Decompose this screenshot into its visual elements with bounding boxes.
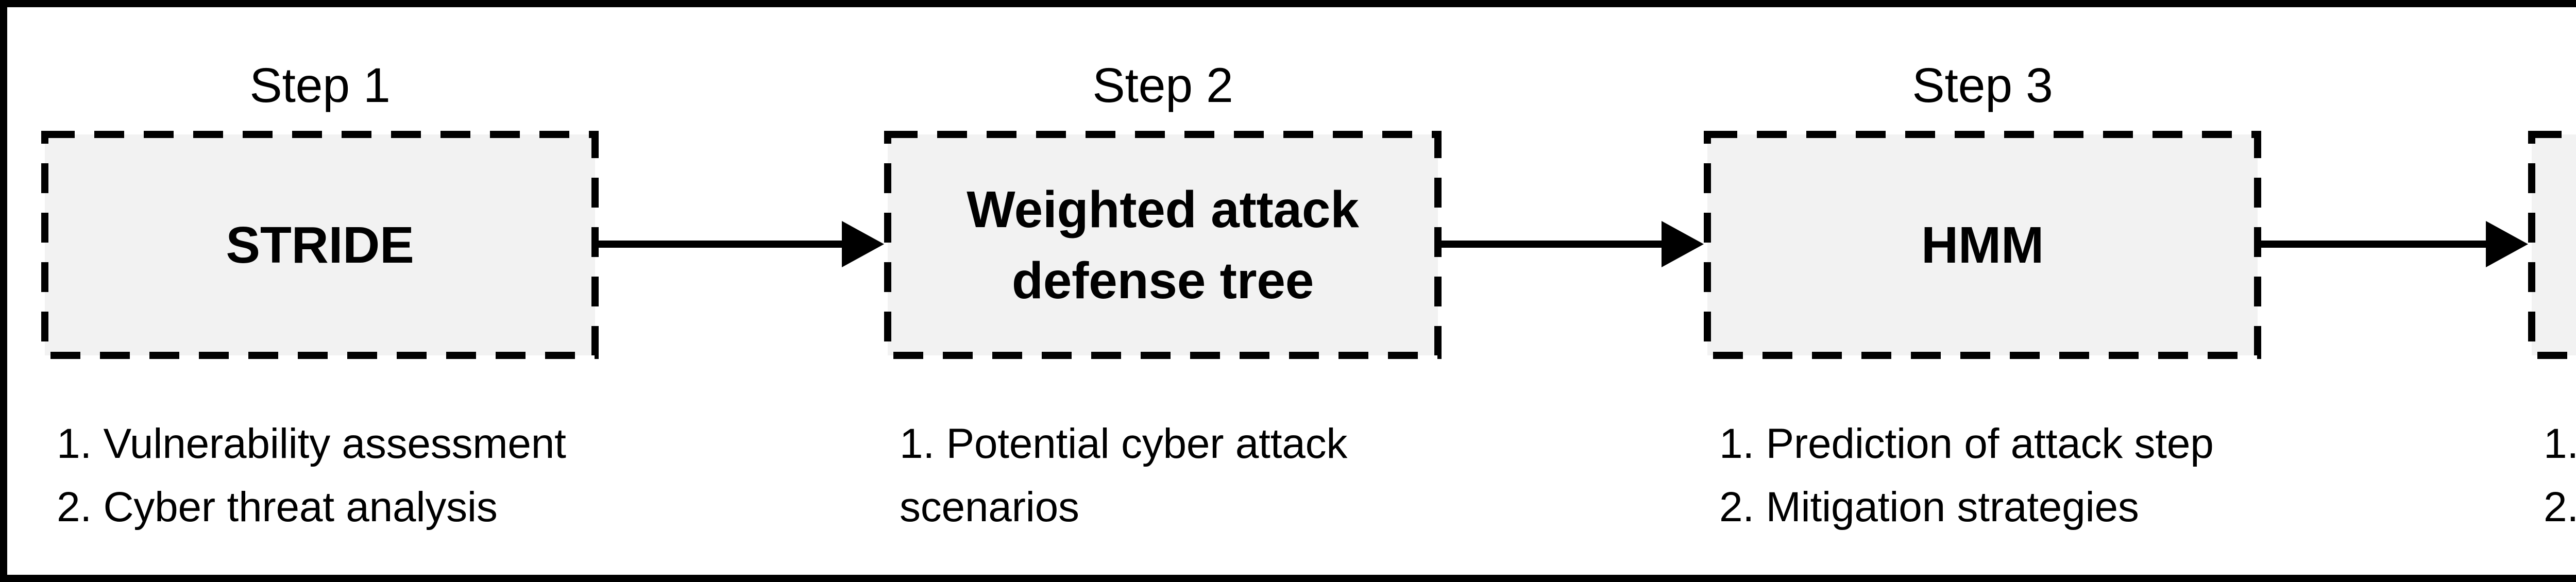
flow-arrow-step2-to-step3 [1442,221,1704,267]
step-column-2: Step 2 Weighted attack defense tree 1. P… [884,7,1442,574]
step-2-box-title: Weighted attack defense tree [967,180,1359,310]
step-2-label: Step 2 [1092,58,1233,113]
step-2-notes: 1. Potential cyber attack scenarios [900,412,1446,539]
step-2-box: Weighted attack defense tree [884,131,1442,359]
note-line: 2. Block cyber attacker [2544,484,2576,530]
note-line: 1. Deploying decoy nodes [2544,420,2576,467]
step-column-4: Step 4 POMCP algorithm 1. Deploying deco… [2528,7,2576,574]
step-3-notes: 1. Prediction of attack step 2. Mitigati… [1719,412,2265,539]
arrow-line [2261,241,2492,248]
dashed-border [2528,131,2576,359]
flow-arrow-step1-to-step2 [599,221,884,267]
step-4-notes: 1. Deploying decoy nodes 2. Block cyber … [2544,412,2576,539]
step-4-label: Step 4 [2528,59,2576,113]
dashed-border [1704,131,2261,359]
step-3-box: HMM [1704,131,2261,359]
note-line: 1. Vulnerability assessment [57,420,566,467]
arrow-line [1442,241,1668,248]
arrow-head-icon [1662,221,1704,267]
step-1-box-title: STRIDE [226,216,414,274]
arrow-line [599,241,848,248]
step-4-box: POMCP algorithm [2528,131,2576,359]
step-column-3: Step 3 HMM 1. Prediction of attack step … [1704,7,2261,574]
step-1-notes: 1. Vulnerability assessment 2. Cyber thr… [57,412,603,539]
note-line: 1. Potential cyber attack scenarios [900,420,1348,530]
step-3-label: Step 3 [1912,58,2053,113]
dashed-border [884,131,1442,359]
flow-arrow-step3-to-step4 [2261,221,2528,267]
note-line: 2. Cyber threat analysis [57,484,498,530]
note-line: 1. Prediction of attack step [1719,420,2214,467]
step-1-box: STRIDE [41,131,599,359]
arrow-head-icon [2486,221,2528,267]
dashed-border [41,131,599,359]
step-3-box-title: HMM [1921,216,2044,274]
step-4-box-title: POMCP algorithm [2528,131,2576,359]
step-1-label: Step 1 [249,58,391,113]
note-line: 2. Mitigation strategies [1719,484,2139,530]
arrow-head-icon [842,221,884,267]
step-column-1: Step 1 STRIDE 1. Vulnerability assessmen… [41,7,599,574]
